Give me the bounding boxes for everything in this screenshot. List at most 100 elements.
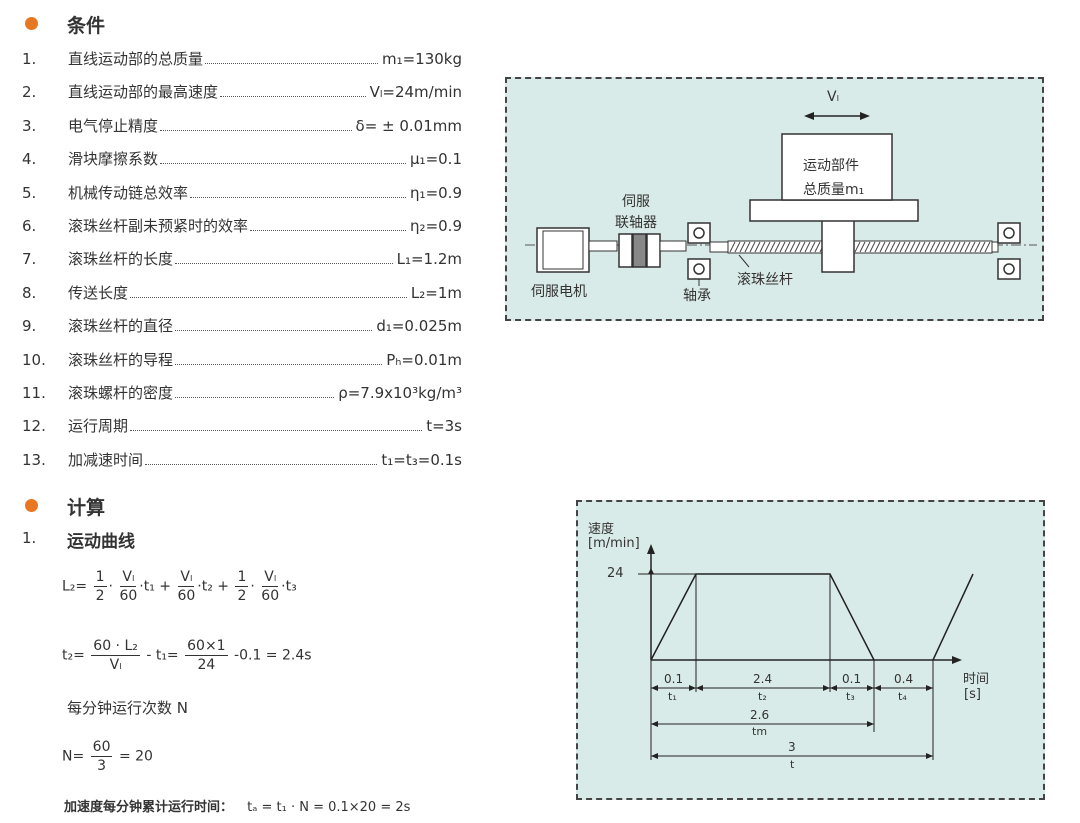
condition-label: 机械传动链总效率 xyxy=(68,183,189,202)
profile-panel: 速度 [m/min] 24 时间 [s] 0.1 t₁ 2.4 t₂ 0.1 t… xyxy=(576,500,1045,800)
f1-dot2: · xyxy=(250,578,255,595)
condition-row: 6. 滚珠丝杆副未预紧时的效率 η₂=0.9 xyxy=(22,215,462,237)
f2-den1: Vₗ xyxy=(109,657,122,673)
coupling-left xyxy=(618,233,633,268)
x-label-1: 时间 xyxy=(963,672,990,687)
mechanism-panel: Vₗ 运动部件 总质量m₁ 伺服 联轴器 伺服电机 轴承 滚珠丝杆 xyxy=(505,77,1044,321)
condition-label: 滚珠丝杆的导程 xyxy=(68,350,174,369)
condition-value: m₁=130kg xyxy=(379,48,462,70)
next-cycle-ramp xyxy=(932,573,974,661)
calc-sub-number: 1. xyxy=(22,529,37,547)
f1-vl3-num: Vₗ xyxy=(262,569,279,587)
condition-number: 11. xyxy=(22,384,46,402)
condition-value: δ= ± 0.01mm xyxy=(353,114,462,137)
seg1-value: 0.1 xyxy=(664,672,684,686)
moving-part xyxy=(781,133,893,201)
conditions-title: 条件 xyxy=(67,15,106,37)
leader-dots xyxy=(175,263,393,265)
count-label: 每分钟运行次数 N xyxy=(67,699,188,717)
bearing-left-bottom xyxy=(687,258,711,280)
leader-dots xyxy=(205,63,378,64)
condition-label: 电气停止精度 xyxy=(68,116,159,135)
condition-number: 12. xyxy=(22,417,46,436)
calc-bullet xyxy=(25,499,38,512)
tm-value: 2.6 xyxy=(750,708,770,722)
condition-value: μ₁=0.1 xyxy=(408,148,462,171)
f3-den: 3 xyxy=(97,758,107,774)
condition-label: 滚珠丝杆的长度 xyxy=(68,250,174,269)
f2-mid: - t₁= xyxy=(146,647,179,664)
seg3-symbol: t₃ xyxy=(846,690,855,703)
condition-label: 运行周期 xyxy=(68,417,129,436)
f2-num1: 60 · L₂ xyxy=(91,638,140,656)
condition-value: t₁=t₃=0.1s xyxy=(379,448,462,471)
f1-t1: ·t₁ + xyxy=(139,578,171,595)
condition-label: 滚珠丝杆副未预紧时的效率 xyxy=(68,217,249,235)
condition-row: 3. 电气停止精度 δ= ± 0.01mm xyxy=(22,114,462,137)
accel-value: tₐ = t₁ · N = 0.1×20 = 2s xyxy=(247,800,411,815)
f1-vl2-den: 60 xyxy=(177,588,196,604)
seg4-value: 0.4 xyxy=(894,672,914,686)
seg1-symbol: t₁ xyxy=(668,690,677,703)
velocity-profile xyxy=(650,573,875,661)
condition-number: 4. xyxy=(22,150,37,169)
screw-hatch xyxy=(729,241,991,253)
leader-dots xyxy=(130,430,422,432)
f1-lhs: L₂= xyxy=(62,578,88,595)
screw-label: 滚珠丝杆 xyxy=(737,272,793,288)
leader-dots xyxy=(220,96,366,98)
f1-vl2-num: Vₗ xyxy=(178,569,195,587)
f3-lhs: N= xyxy=(62,748,85,765)
accel-label-text: 加速度每分钟累计运行时间： xyxy=(64,800,234,815)
f2-den2: 24 xyxy=(197,657,216,673)
condition-value: η₂=0.9 xyxy=(408,215,462,237)
condition-value: Vₗ=24m/min xyxy=(367,81,462,104)
condition-number: 7. xyxy=(22,250,37,269)
condition-label: 传送长度 xyxy=(68,283,129,302)
condition-label: 滚珠螺杆的密度 xyxy=(68,384,174,402)
condition-value: Pₕ=0.01m xyxy=(384,348,462,371)
seg2-symbol: t₂ xyxy=(758,690,767,703)
calc-title: 计算 xyxy=(67,497,106,519)
condition-label: 直线运动部的总质量 xyxy=(68,50,204,68)
x-label-2: [s] xyxy=(964,687,981,702)
screw-nut xyxy=(821,219,855,273)
f1-vl-den: 60 xyxy=(119,588,138,604)
seg2-value: 2.4 xyxy=(753,672,773,686)
motor-label: 伺服电机 xyxy=(531,284,587,300)
moving-part-label: 运动部件 xyxy=(803,158,859,174)
leader-dots xyxy=(175,330,372,332)
seg4-symbol: t₄ xyxy=(898,690,907,703)
condition-row: 7. 滚珠丝杆的长度 L₁=1.2m xyxy=(22,248,462,271)
condition-value: L₁=1.2m xyxy=(394,248,462,271)
condition-label: 滚珠丝杆的直径 xyxy=(68,317,174,336)
motor-shaft xyxy=(588,240,618,252)
f1-t2: ·t₂ + xyxy=(197,578,230,595)
condition-number: 8. xyxy=(22,283,37,302)
leader-dots xyxy=(175,363,382,365)
f2-lhs: t₂= xyxy=(62,647,85,664)
condition-number: 6. xyxy=(22,217,37,235)
seg3-value: 0.1 xyxy=(842,672,862,686)
f2-num2: 60×1 xyxy=(185,638,228,656)
bearing-right-top xyxy=(997,222,1021,244)
condition-row: 10. 滚珠丝杆的导程 Pₕ=0.01m xyxy=(22,348,462,371)
condition-label: 加减速时间 xyxy=(68,450,144,469)
f1-half2-num: 1 xyxy=(235,569,249,587)
leader-dots xyxy=(175,397,334,398)
condition-number: 10. xyxy=(22,350,46,369)
conditions-bullet xyxy=(25,17,38,30)
condition-number: 3. xyxy=(22,116,37,135)
accel-label: 加速度每分钟累计运行时间： tₐ = t₁ · N = 0.1×20 = 2s xyxy=(64,796,410,815)
